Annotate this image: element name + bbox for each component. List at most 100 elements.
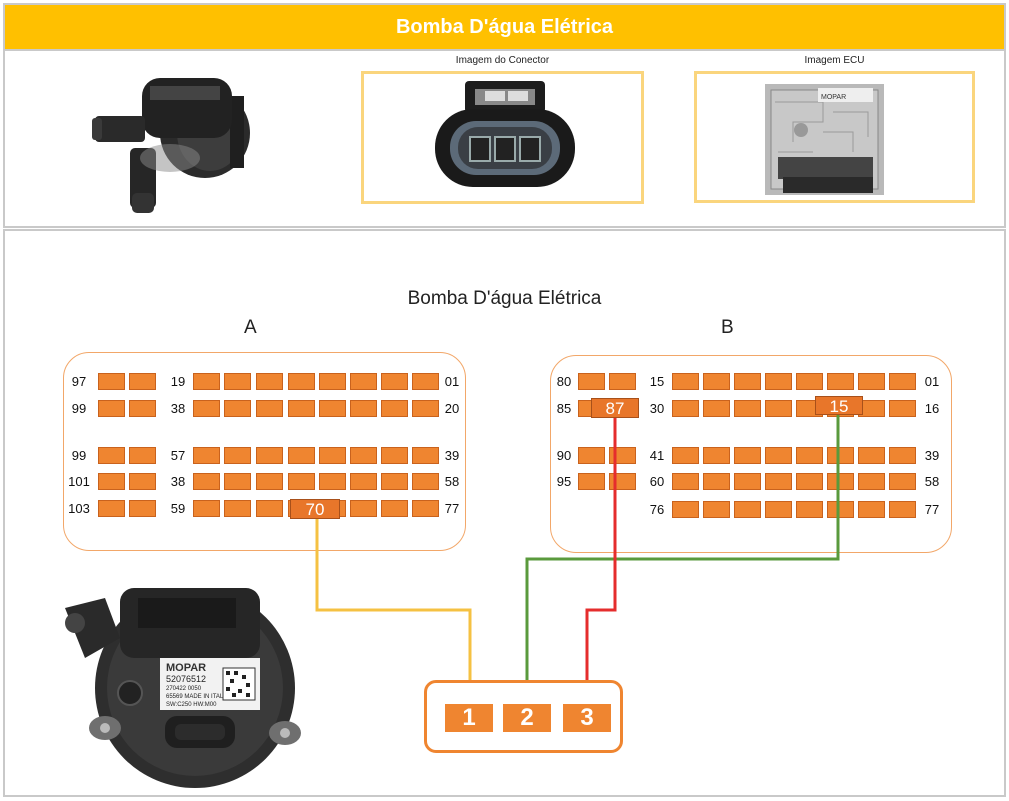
ecu-pin xyxy=(734,473,761,490)
ecu-pin xyxy=(672,400,699,417)
pin-label-right: 20 xyxy=(444,401,460,416)
ecu-pin xyxy=(734,373,761,390)
ecu-pin xyxy=(193,373,220,390)
ecu-pin xyxy=(412,473,439,490)
ecu-pin xyxy=(98,500,125,517)
pin-label-mid: 38 xyxy=(170,474,186,489)
ecu-pin xyxy=(288,447,315,464)
pin-label-right: 58 xyxy=(444,474,460,489)
ecu-pin xyxy=(858,373,885,390)
connector-image-caption: Imagem do Conector xyxy=(455,55,550,66)
ecu-pin xyxy=(129,500,156,517)
ecu-pin xyxy=(858,473,885,490)
pin-label-left: 99 xyxy=(71,401,87,416)
pin-label-right: 58 xyxy=(924,474,940,489)
ecu-pin xyxy=(350,500,377,517)
ecu-pin xyxy=(350,447,377,464)
ecu-pin xyxy=(98,373,125,390)
ecu-pin xyxy=(98,447,125,464)
pin-label-right: 01 xyxy=(444,374,460,389)
side-a-label: A xyxy=(244,317,257,338)
wire-pin3 xyxy=(585,417,617,708)
ecu-pin xyxy=(609,373,636,390)
ecu-pin xyxy=(319,400,346,417)
ecu-pin xyxy=(256,373,283,390)
ecu-pin xyxy=(381,373,408,390)
ecu-pin xyxy=(672,473,699,490)
pin-label-mid: 38 xyxy=(170,401,186,416)
ecu-pin xyxy=(412,447,439,464)
ecu-pin xyxy=(889,473,916,490)
ecu-pin xyxy=(827,373,854,390)
ecu-pin xyxy=(381,473,408,490)
ecu-pin xyxy=(796,501,823,518)
ecu-pin xyxy=(288,473,315,490)
ecu-pin xyxy=(703,473,730,490)
pin-label-right: 39 xyxy=(444,448,460,463)
pump-label-line3: SW:C250 HW:M00 xyxy=(166,702,217,708)
ecu-pin xyxy=(288,373,315,390)
ecu-pin xyxy=(734,501,761,518)
pin-label-mid: 59 xyxy=(170,501,186,516)
ecu-pin xyxy=(98,473,125,490)
ecu-pin xyxy=(672,501,699,518)
pin-label-right: 77 xyxy=(924,502,940,517)
pin-label-mid: 76 xyxy=(649,502,665,517)
ecu-brand-label: MOPAR xyxy=(821,94,846,101)
ecu-pin xyxy=(319,447,346,464)
pin-label-left: 103 xyxy=(68,501,90,516)
pin-label-left: 99 xyxy=(71,448,87,463)
ecu-pin xyxy=(796,447,823,464)
ecu-pin xyxy=(129,473,156,490)
ecu-pin xyxy=(765,473,792,490)
ecu-pin xyxy=(827,447,854,464)
ecu-pin xyxy=(827,501,854,518)
pin-label-right: 16 xyxy=(924,401,940,416)
ecu-pin xyxy=(350,473,377,490)
ecu-pin xyxy=(827,473,854,490)
top-panel xyxy=(3,3,1006,228)
ecu-pin xyxy=(889,447,916,464)
pump-bottom-photo: MOPAR 52076512 270422 0050 65569 MADE IN… xyxy=(65,588,301,788)
pin-label-mid: 60 xyxy=(649,474,665,489)
ecu-pin xyxy=(796,473,823,490)
ecu-pin xyxy=(224,373,251,390)
ecu-pin xyxy=(672,373,699,390)
ecu-pin xyxy=(129,400,156,417)
pump-label-line2: 65569 MADE IN ITALY xyxy=(166,694,227,700)
ecu-pin xyxy=(858,501,885,518)
ecu-pin xyxy=(734,400,761,417)
ecu-pin xyxy=(319,473,346,490)
ecu-pin xyxy=(193,447,220,464)
ecu-pin xyxy=(256,447,283,464)
ecu-pin xyxy=(703,373,730,390)
ecu-pin xyxy=(381,447,408,464)
ecu-photo: MOPAR xyxy=(765,84,884,195)
side-b-label: B xyxy=(721,317,734,338)
ecu-pin xyxy=(98,400,125,417)
pin-label-left: 101 xyxy=(68,474,90,489)
wire-pin2 xyxy=(525,412,840,708)
ecu-pin xyxy=(224,473,251,490)
highlight-pin-b15: 15 xyxy=(815,396,863,416)
wire-pin1 xyxy=(315,518,472,708)
ecu-pin xyxy=(578,473,605,490)
ecu-pin xyxy=(578,447,605,464)
ecu-pin xyxy=(256,400,283,417)
ecu-pin xyxy=(796,373,823,390)
highlight-pin-a70: 70 xyxy=(290,499,340,519)
pin-label-mid: 19 xyxy=(170,374,186,389)
ecu-pin xyxy=(381,500,408,517)
connector-pin-2: 2 xyxy=(503,704,551,732)
diagram-panel xyxy=(3,229,1006,797)
page-title: Bomba D'água Elétrica xyxy=(5,5,1004,51)
ecu-pin xyxy=(129,447,156,464)
pump-label-line1: 270422 0050 xyxy=(166,686,202,692)
ecu-pin xyxy=(703,501,730,518)
ecu-pin xyxy=(288,400,315,417)
pin-label-left: 97 xyxy=(71,374,87,389)
ecu-pin xyxy=(672,447,699,464)
pin-label-left: 95 xyxy=(556,474,572,489)
ecu-pin xyxy=(350,400,377,417)
ecu-pin xyxy=(256,473,283,490)
